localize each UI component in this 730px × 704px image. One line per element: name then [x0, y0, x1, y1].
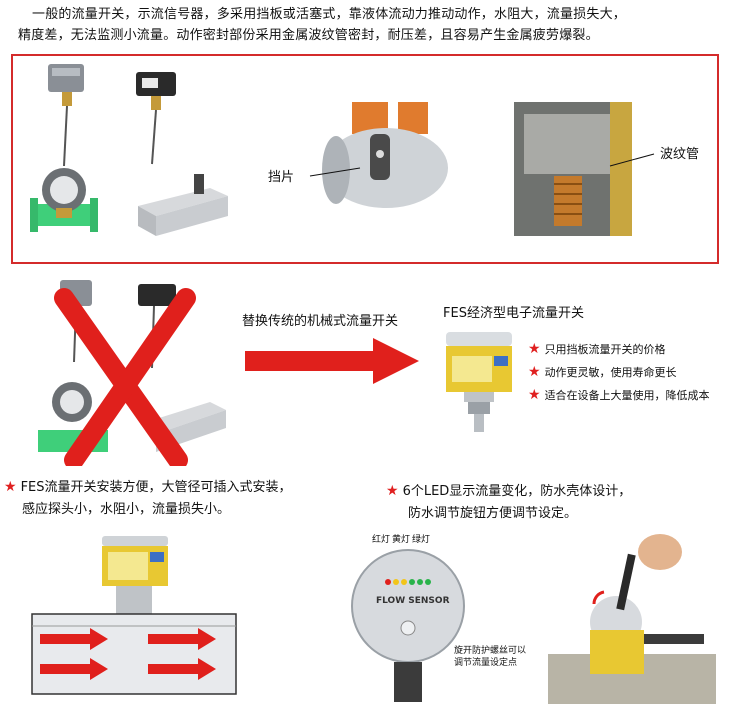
led-text: ★6个LED显示流量变化，防水壳体设计， 防水调节旋钮方便调节设定。: [386, 480, 726, 525]
knob-note-line-2: 调节流量设定点: [454, 658, 518, 668]
replace-label: 替换传统的机械式流量开关: [242, 314, 399, 329]
baffle-cutaway-image: [322, 102, 448, 208]
intro-text: 一般的流量开关，示流信号器，多采用挡板或活塞式，靠液体流动力推动动作，水阻大，流…: [18, 4, 718, 46]
install-text: ★FES流量开关安装方便，大管径可插入式安装， 感应探头小，水阻小，流量损失小。: [4, 476, 364, 521]
adjustment-photo: [548, 534, 716, 704]
baffle-label: 挡片: [268, 170, 295, 185]
traditional-switch-illustrations: [30, 64, 655, 236]
sensor-closeup: [351, 549, 465, 702]
led-line-1: 6个LED显示流量变化，防水壳体设计，: [402, 484, 632, 499]
traditional-switch-panel: [11, 54, 719, 264]
star-icon: ★: [386, 483, 399, 499]
intro-line-1: 一般的流量开关，示流信号器，多采用挡板或活塞式，靠液体流动力推动动作，水阻大，流…: [32, 7, 627, 22]
crossed-out-switches: [38, 280, 226, 466]
replace-arrow: [245, 338, 419, 384]
baffle-pointer: [309, 167, 361, 177]
star-icon: ★: [528, 341, 541, 357]
knob-note-line-1: 旋开防护螺丝可以: [454, 646, 527, 656]
feature-item: ★动作更灵敏，使用寿命更长: [528, 364, 677, 380]
bellows-pointer: [609, 153, 655, 167]
star-icon: ★: [528, 364, 541, 380]
bellows-mechanism-image: [514, 102, 632, 236]
green-lamp-label: 绿灯: [412, 535, 431, 545]
product-title: FES经济型电子流量开关: [443, 306, 584, 321]
sensor-face-text: FLOW SENSOR: [376, 596, 450, 606]
intro-line-2: 精度差，无法监测小流量。动作密封部份采用金属波纹管密封，耐压差，且容易产生金属疲…: [18, 28, 599, 43]
piston-block-image: [138, 174, 228, 236]
paddle-switch-image-1: [48, 64, 84, 167]
install-line-1: FES流量开关安装方便，大管径可插入式安装，: [20, 480, 292, 495]
green-pipe-switch-image: [30, 168, 98, 232]
install-line-2: 感应探头小，水阻小，流量损失小。: [22, 502, 231, 517]
feature-list: ★只用挡板流量开关的价格 ★动作更灵敏，使用寿命更长 ★适合在设备上大量使用，降…: [528, 338, 728, 407]
pipe-install-diagram: [31, 536, 237, 695]
yellow-lamp-label: 黄灯: [392, 535, 411, 545]
bellows-label: 波纹管: [660, 147, 700, 162]
cross-stroke-2: [64, 288, 196, 466]
led-line-2: 防水调节旋钮方便调节设定。: [408, 506, 578, 521]
fes-product-image: [446, 332, 512, 432]
star-icon: ★: [4, 479, 17, 495]
star-icon: ★: [528, 387, 541, 403]
red-lamp-label: 红灯: [372, 535, 391, 545]
paddle-switch-image-2: [136, 72, 176, 165]
feature-item: ★适合在设备上大量使用，降低成本: [528, 387, 710, 403]
feature-item: ★只用挡板流量开关的价格: [528, 341, 666, 357]
